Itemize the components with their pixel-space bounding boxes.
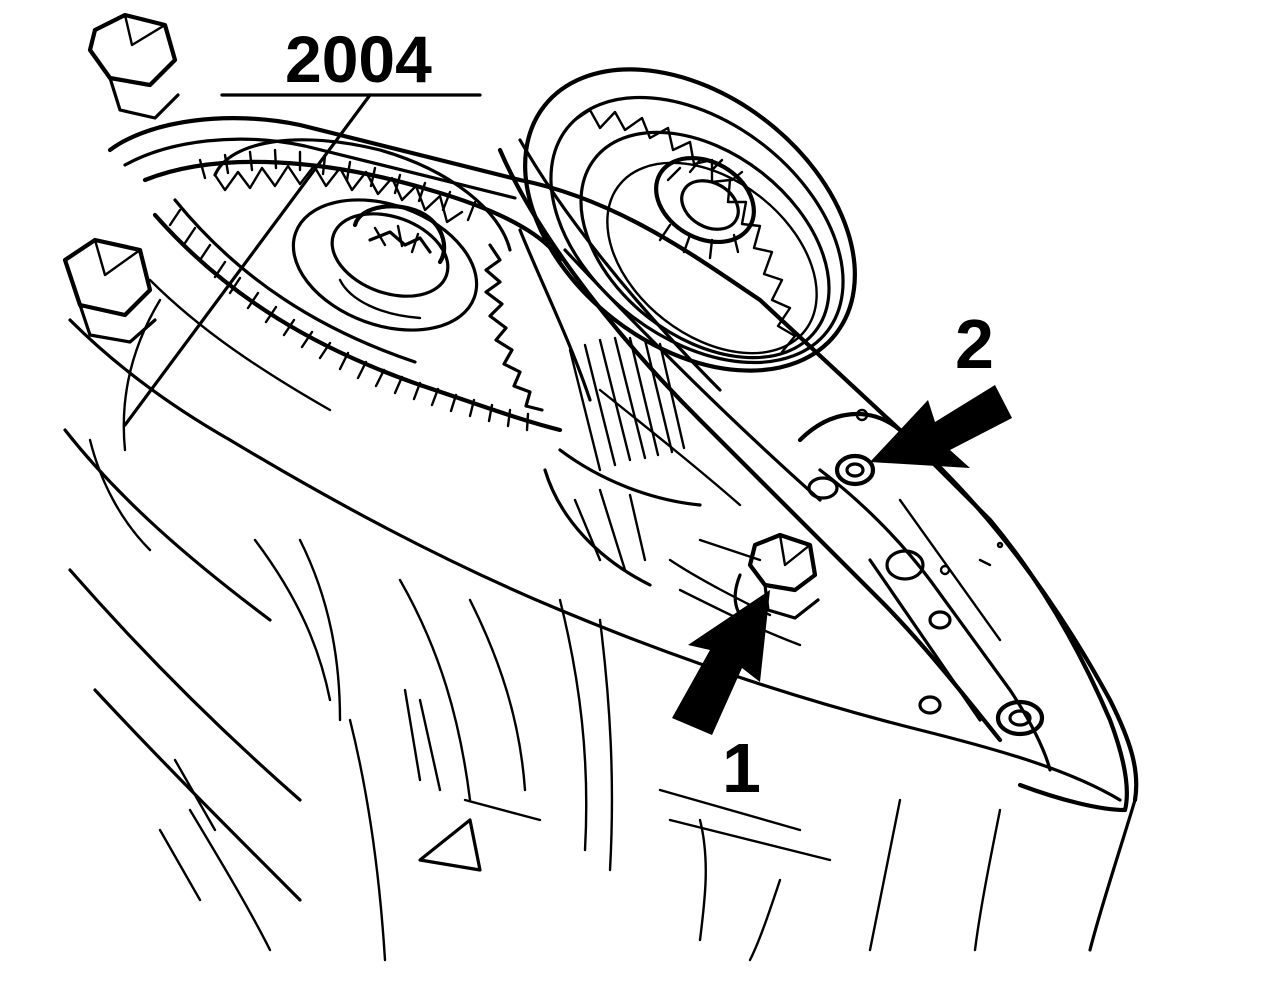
arrow-1-icon [672,590,770,735]
hex-bolt-lower [62,237,157,344]
tensioner-bracket [797,408,1129,813]
timing-belt [142,148,563,433]
belt-drop [497,138,1003,743]
arrow-2-label: 2 [955,305,994,383]
pulley-assembly [523,67,857,373]
engine-block [63,116,1139,962]
part-label-group: 2004 [123,22,482,427]
camshaft-gear [213,138,512,332]
part-number-label: 2004 [285,22,432,96]
intermediate-gear [484,228,702,587]
bracket-bolt-2 [834,453,876,487]
leader-line [123,93,372,427]
arrow-2-icon [870,385,1012,468]
arrow-1-label: 1 [722,729,761,807]
hex-bolt-upper [87,12,180,120]
